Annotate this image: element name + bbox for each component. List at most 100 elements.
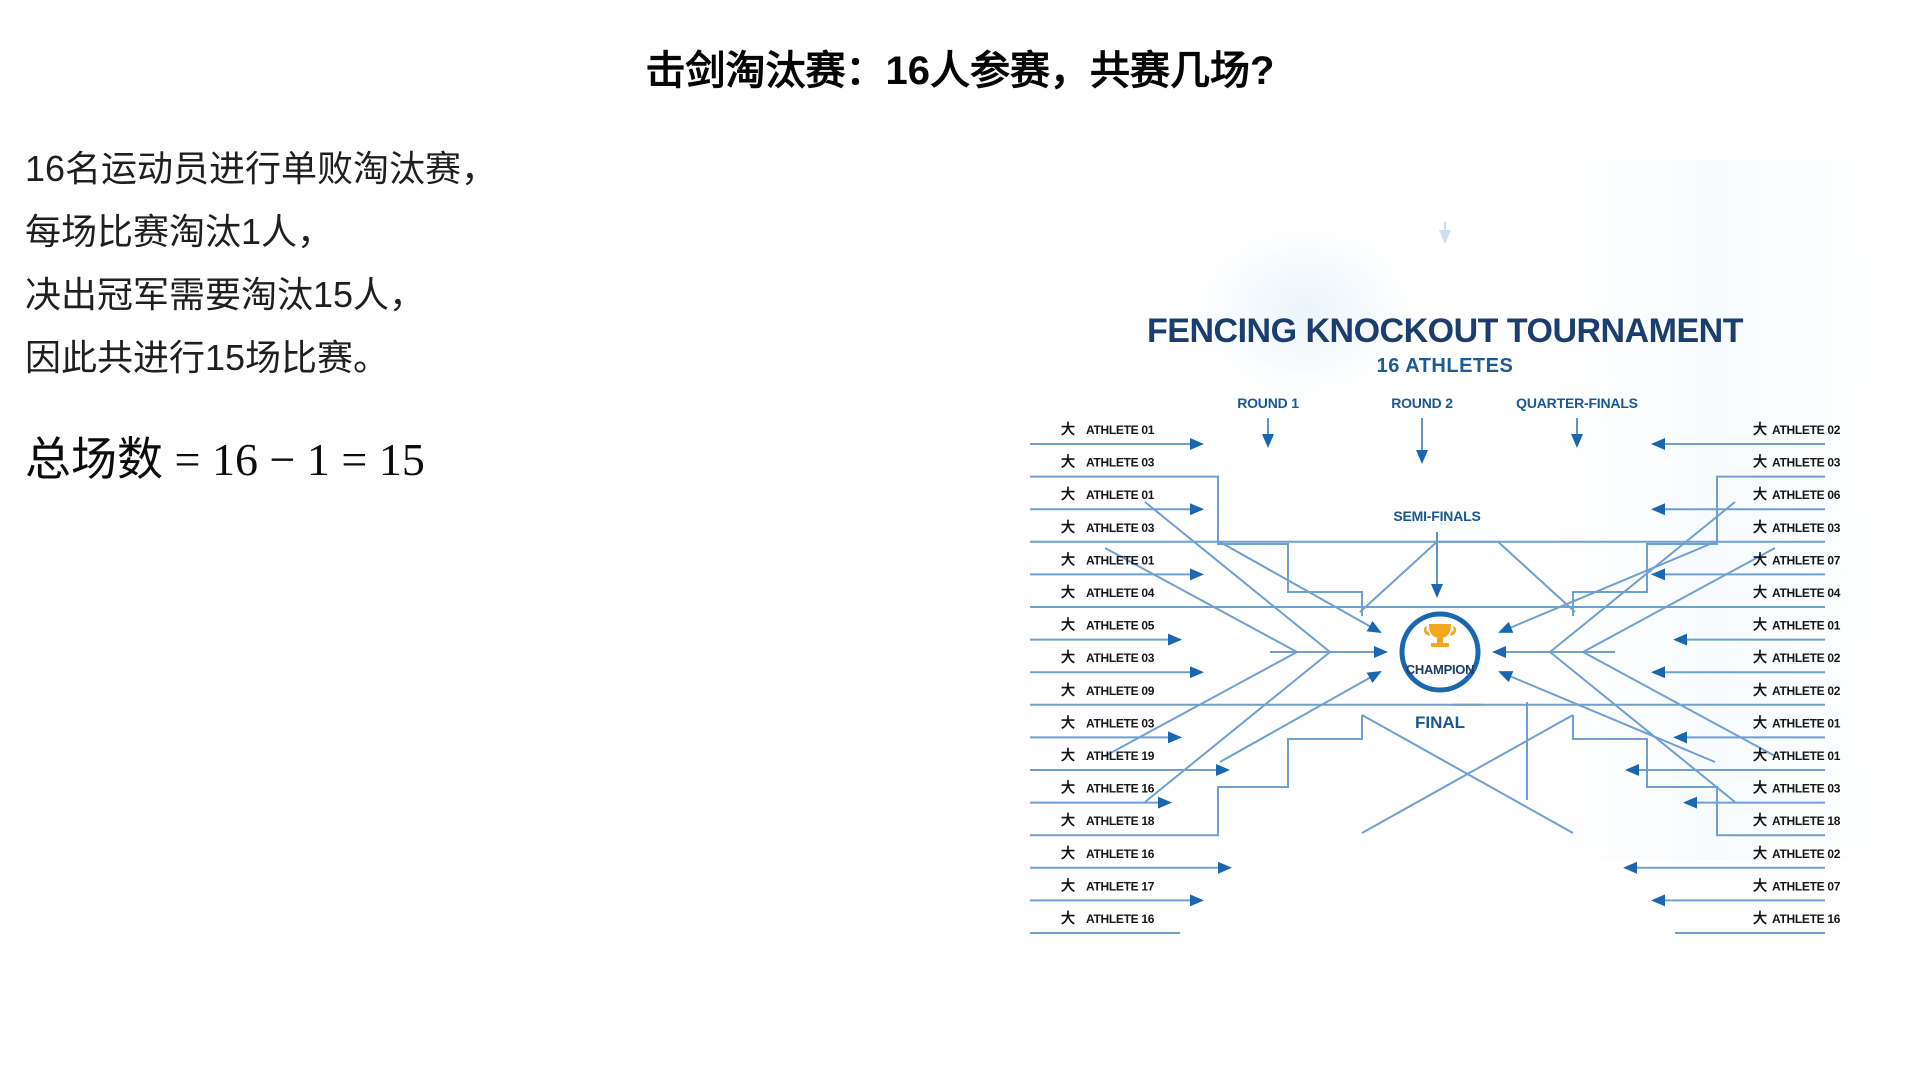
match-line — [1572, 715, 1825, 837]
athlete-label: ATHLETE 18 — [1772, 814, 1841, 828]
athlete-label: ATHLETE 07 — [1772, 879, 1841, 893]
bracket-row: 大 ATHLETE 01 — [1030, 551, 1204, 581]
athlete-label: ATHLETE 16 — [1086, 912, 1155, 926]
athlete-icon: 大 — [1061, 519, 1075, 535]
match-line — [1359, 540, 1825, 613]
explanation-line-1: 16名运动员进行单败淘汰赛， — [25, 148, 498, 189]
athlete-label: ATHLETE 01 — [1086, 553, 1155, 567]
athlete-label: ATHLETE 03 — [1772, 782, 1841, 796]
final-label: FINAL — [1415, 713, 1465, 732]
bracket-row: 大 ATHLETE 16 — [1030, 910, 1180, 934]
athlete-label: ATHLETE 05 — [1086, 619, 1155, 633]
athlete-label: ATHLETE 07 — [1772, 553, 1841, 567]
athlete-icon: 大 — [1753, 682, 1767, 698]
match-line — [1030, 715, 1363, 837]
athlete-icon: 大 — [1753, 519, 1767, 535]
athlete-icon: 大 — [1061, 486, 1075, 502]
athlete-icon: 大 — [1753, 845, 1767, 861]
athlete-icon: 大 — [1061, 454, 1075, 470]
athlete-icon: 大 — [1061, 584, 1075, 600]
bracket-row: 大 ATHLETE 18 — [1030, 715, 1363, 837]
explanation-block: 16名运动员进行单败淘汰赛， 每场比赛淘汰1人， 决出冠军需要淘汰15人， 因此… — [25, 150, 665, 489]
athlete-label: ATHLETE 01 — [1772, 619, 1841, 633]
athlete-label: ATHLETE 16 — [1086, 847, 1155, 861]
athlete-icon: 大 — [1753, 649, 1767, 665]
athlete-label: ATHLETE 03 — [1772, 521, 1841, 535]
athlete-icon: 大 — [1753, 877, 1767, 893]
athlete-label: ATHLETE 02 — [1772, 651, 1841, 665]
round2-label: ROUND 2 — [1391, 395, 1453, 411]
athlete-label: ATHLETE 19 — [1086, 749, 1155, 763]
athlete-label: ATHLETE 02 — [1772, 684, 1841, 698]
athlete-icon: 大 — [1061, 877, 1075, 893]
athlete-icon: 大 — [1753, 486, 1767, 502]
bracket-diagram: FENCING KNOCKOUT TOURNAMENT 16 ATHLETES … — [1030, 222, 1841, 934]
page-title: 击剑淘汰赛：16人参赛，共赛几场? — [645, 49, 1275, 93]
semifinals-label: SEMI-FINALS — [1393, 508, 1480, 524]
athlete-label: ATHLETE 03 — [1086, 456, 1155, 470]
athlete-label: ATHLETE 03 — [1772, 456, 1841, 470]
champion-label: CHAMPION — [1406, 662, 1474, 677]
athlete-icon: 大 — [1061, 551, 1075, 567]
bracket-row: 大 ATHLETE 17 — [1030, 877, 1204, 907]
athlete-icon: 大 — [1753, 617, 1767, 633]
bracket-row: 大 ATHLETE 03 — [1572, 454, 1841, 616]
athlete-icon: 大 — [1061, 747, 1075, 763]
total-matches-formula: 总场数 = 16 − 1 = 15 — [25, 434, 425, 485]
athlete-icon: 大 — [1753, 812, 1767, 828]
athlete-label: ATHLETE 16 — [1086, 782, 1155, 796]
explanation-line-4: 因此共进行15场比赛。 — [25, 337, 390, 378]
athlete-label: ATHLETE 04 — [1086, 586, 1155, 600]
bracket-row: 大 ATHLETE 07 — [1651, 551, 1841, 581]
bracket-subtitle: 16 ATHLETES — [1377, 355, 1514, 377]
connector-lines — [1104, 501, 1776, 834]
athlete-icon: 大 — [1061, 617, 1075, 633]
bracket-row: 大 ATHLETE 05 — [1030, 617, 1182, 646]
athlete-label: ATHLETE 01 — [1086, 423, 1155, 437]
bracket-row: 大 ATHLETE 01 — [1030, 486, 1204, 516]
athlete-icon: 大 — [1061, 812, 1075, 828]
athlete-label: ATHLETE 02 — [1772, 847, 1841, 861]
bracket-row: 大 ATHLETE 16 — [1675, 910, 1841, 934]
athlete-label: ATHLETE 17 — [1086, 879, 1155, 893]
round1-label: ROUND 1 — [1237, 395, 1299, 411]
match-line — [1572, 475, 1825, 616]
bracket-row: 大 ATHLETE 02 — [1453, 682, 1841, 706]
bracket-row: 大 ATHLETE 02 — [1651, 649, 1841, 679]
athlete-label: ATHLETE 04 — [1772, 586, 1841, 600]
athlete-label: ATHLETE 03 — [1086, 521, 1155, 535]
bracket-row: 大 ATHLETE 16 — [1030, 845, 1232, 874]
bracket-row: 大 ATHLETE 03 — [1030, 454, 1363, 616]
athlete-icon: 大 — [1061, 845, 1075, 861]
athlete-label: ATHLETE 16 — [1772, 912, 1841, 926]
bracket-row: 大 ATHLETE 18 — [1572, 715, 1841, 837]
athlete-label: ATHLETE 18 — [1086, 814, 1155, 828]
bracket-row: 大 ATHLETE 07 — [1651, 877, 1841, 907]
explanation-line-2: 每场比赛淘汰1人， — [25, 211, 334, 252]
bracket-row: 大 ATHLETE 04 — [1030, 584, 1482, 608]
athlete-label: ATHLETE 03 — [1086, 716, 1155, 730]
bracket-row: 大 ATHLETE 03 — [1359, 519, 1841, 613]
bracket-row: 大 ATHLETE 02 — [1623, 845, 1841, 874]
athlete-label: ATHLETE 01 — [1086, 488, 1155, 502]
athlete-icon: 大 — [1061, 682, 1075, 698]
quarterfinals-label: QUARTER-FINALS — [1516, 395, 1638, 411]
athlete-icon: 大 — [1753, 454, 1767, 470]
athlete-icon: 大 — [1061, 910, 1075, 926]
athlete-icon: 大 — [1753, 910, 1767, 926]
bracket-row: 大 ATHLETE 06 — [1651, 486, 1841, 516]
athlete-label: ATHLETE 06 — [1772, 488, 1841, 502]
bracket-row: 大 ATHLETE 19 — [1030, 747, 1230, 776]
athlete-icon: 大 — [1753, 780, 1767, 796]
athlete-icon: 大 — [1753, 551, 1767, 567]
champion-badge: CHAMPION — [1399, 611, 1481, 693]
match-line — [1030, 475, 1363, 616]
